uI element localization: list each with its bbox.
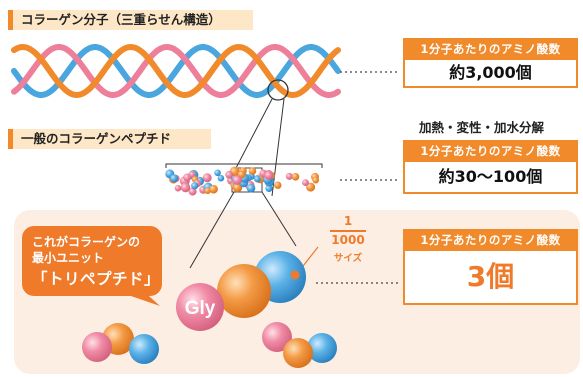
small-tripeptide-left xyxy=(82,323,159,364)
peptide-bead xyxy=(285,172,293,180)
info-box-peptide: 1分子あたりのアミノ酸数 約30〜100個 xyxy=(403,140,578,194)
peptide-bead xyxy=(170,174,179,183)
peptide-cluster xyxy=(165,166,320,196)
helix-strand-blue xyxy=(11,44,341,98)
callout-line-1: これがコラーゲンの xyxy=(32,235,141,249)
peptide-bead xyxy=(264,171,274,180)
peptide-bracket xyxy=(165,163,323,168)
info-box-value: 約3,000個 xyxy=(403,60,578,88)
peptide-bead xyxy=(202,173,212,183)
peptide-bead xyxy=(225,170,234,179)
peptide-bead xyxy=(248,167,257,175)
zoom-line-left xyxy=(235,98,273,169)
peptide-bead xyxy=(274,181,282,189)
size-fraction-unit: サイズ xyxy=(333,253,363,264)
size-marker-dot xyxy=(290,270,300,280)
size-fraction-numerator: 1 xyxy=(343,214,353,228)
amino-acid-gly xyxy=(176,283,224,331)
info-box-value: 3個 xyxy=(403,251,578,305)
peptide-bead xyxy=(291,173,300,181)
callout-line-3: 「トリペプチド」 xyxy=(32,270,161,288)
gly-label: Gly xyxy=(185,298,216,319)
section-title-general-peptide: 一般のコラーゲンペプチド xyxy=(8,129,211,149)
size-fraction-denominator: 1000 xyxy=(331,233,365,247)
size-fraction-bar xyxy=(330,230,366,232)
peptide-bead xyxy=(180,182,191,193)
peptide-bead xyxy=(214,169,221,177)
zoom-line-lower-left xyxy=(189,191,235,269)
process-note: 加熱・変性・加水分解 xyxy=(419,120,545,135)
helix-strand-orange xyxy=(11,43,341,99)
helix-strand-pink xyxy=(11,44,341,98)
peptide-bead xyxy=(209,184,218,194)
section-title-collagen-molecule: コラーゲン分子（三重らせん構造） xyxy=(8,10,253,30)
peptide-bead xyxy=(265,184,273,192)
zoom-line-lower-right xyxy=(261,191,297,247)
peptide-bead xyxy=(188,187,197,196)
peptide-bead xyxy=(189,171,196,178)
small-tripeptide-right xyxy=(262,322,337,368)
peptide-bead xyxy=(217,174,225,182)
magnify-circle xyxy=(267,79,289,101)
peptide-bead xyxy=(306,182,316,192)
peptide-bead xyxy=(254,175,261,183)
amino-acid-orange xyxy=(217,264,271,318)
info-box-header: 1分子あたりのアミノ酸数 xyxy=(403,38,578,60)
peptide-bead xyxy=(312,176,320,184)
peptide-bead xyxy=(246,183,256,193)
peptide-bead xyxy=(191,182,199,190)
info-box-collagen: 1分子あたりのアミノ酸数 約3,000個 xyxy=(403,38,578,88)
peptide-bead xyxy=(204,187,211,194)
zoom-line-right xyxy=(271,98,285,197)
peptide-bead xyxy=(302,179,309,187)
info-box-value: 約30〜100個 xyxy=(403,162,578,194)
info-box-header: 1分子あたりのアミノ酸数 xyxy=(403,140,578,162)
callout-line-2: 最小ユニット xyxy=(32,251,105,265)
info-box-header: 1分子あたりのアミノ酸数 xyxy=(403,229,578,251)
triple-helix xyxy=(11,43,341,99)
info-box-tripeptide: 1分子あたりのアミノ酸数 3個 xyxy=(403,229,578,305)
peptide-bead xyxy=(174,184,182,192)
main-tripeptide: Gly xyxy=(176,251,306,331)
peptide-bead xyxy=(232,175,242,185)
tripeptide-callout: これがコラーゲンの 最小ユニット 「トリペプチド」 xyxy=(22,226,162,296)
